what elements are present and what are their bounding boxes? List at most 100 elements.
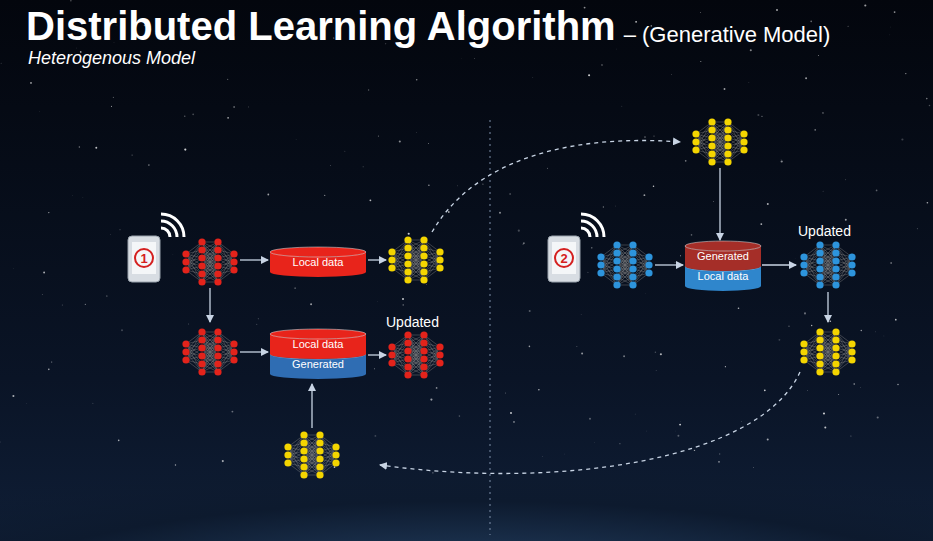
star (764, 389, 766, 391)
star (547, 168, 548, 169)
star (588, 74, 590, 76)
star (810, 20, 812, 22)
star (807, 390, 809, 392)
star (430, 399, 432, 401)
star (131, 154, 132, 155)
star (461, 58, 463, 60)
callout-number: 2 (560, 251, 567, 266)
star (374, 368, 375, 369)
star (594, 442, 595, 443)
star (894, 11, 896, 13)
star (897, 384, 899, 386)
star (646, 430, 648, 432)
star (48, 368, 50, 370)
subtitle: – (Generative Model) (624, 22, 831, 48)
star (324, 195, 325, 196)
star (432, 472, 433, 473)
star (110, 234, 111, 235)
star (927, 202, 929, 204)
star (416, 79, 418, 81)
star (926, 98, 928, 100)
neural-network (597, 241, 652, 288)
star (12, 395, 14, 397)
star (172, 254, 174, 256)
star (192, 113, 194, 115)
star (368, 89, 369, 90)
star (680, 255, 681, 256)
star (901, 138, 903, 140)
data-cylinder: Local dataGenerated (270, 329, 366, 379)
star (542, 456, 544, 458)
star (883, 335, 885, 337)
star (875, 331, 877, 333)
star (378, 136, 379, 137)
stars (0, 0, 930, 473)
cylinder-shape (685, 241, 761, 291)
star (794, 257, 795, 258)
star (675, 430, 676, 431)
flow-arrows (210, 140, 828, 473)
star (760, 223, 762, 225)
star (671, 73, 673, 75)
star (848, 26, 849, 27)
star (767, 438, 769, 440)
star (227, 117, 229, 119)
star (564, 453, 566, 455)
star (674, 261, 676, 263)
star (823, 412, 825, 414)
star (822, 190, 824, 192)
star (685, 160, 687, 162)
star (106, 295, 108, 297)
star (713, 200, 715, 202)
neural-network (182, 238, 237, 285)
star (615, 205, 617, 207)
data-cylinder: Local data (270, 247, 366, 277)
star (725, 366, 726, 367)
star (334, 466, 336, 468)
star (805, 77, 807, 79)
star (426, 284, 428, 286)
star (13, 268, 14, 269)
star (576, 346, 578, 348)
star (188, 323, 190, 325)
star (113, 97, 114, 98)
star (589, 418, 591, 420)
star (700, 12, 702, 14)
star (30, 82, 32, 84)
star (748, 81, 750, 83)
star (377, 301, 379, 303)
neural-network (388, 331, 443, 378)
neural-network (692, 118, 747, 165)
neural-network (388, 236, 443, 283)
star (363, 93, 364, 94)
star (623, 355, 625, 357)
star (227, 79, 228, 80)
star (92, 402, 94, 404)
star (655, 351, 656, 352)
star (645, 293, 646, 294)
star (79, 146, 81, 148)
star (529, 346, 531, 348)
star (724, 88, 726, 90)
star (39, 110, 41, 112)
neural-network (182, 328, 237, 375)
star (505, 392, 506, 393)
star (818, 55, 820, 57)
star (295, 138, 297, 140)
star (436, 387, 438, 389)
star (824, 427, 826, 429)
star (601, 64, 602, 65)
callout-number: 1 (140, 251, 147, 266)
star (653, 136, 654, 137)
star (845, 219, 847, 221)
star (510, 412, 512, 414)
cylinder-shape (270, 329, 366, 379)
star (895, 319, 897, 321)
star (118, 440, 120, 442)
star (363, 166, 364, 167)
star (591, 247, 592, 248)
star (780, 159, 782, 161)
tablet-1 (128, 214, 184, 282)
star (767, 203, 769, 205)
data-cylinder: GeneratedLocal data (685, 241, 761, 291)
